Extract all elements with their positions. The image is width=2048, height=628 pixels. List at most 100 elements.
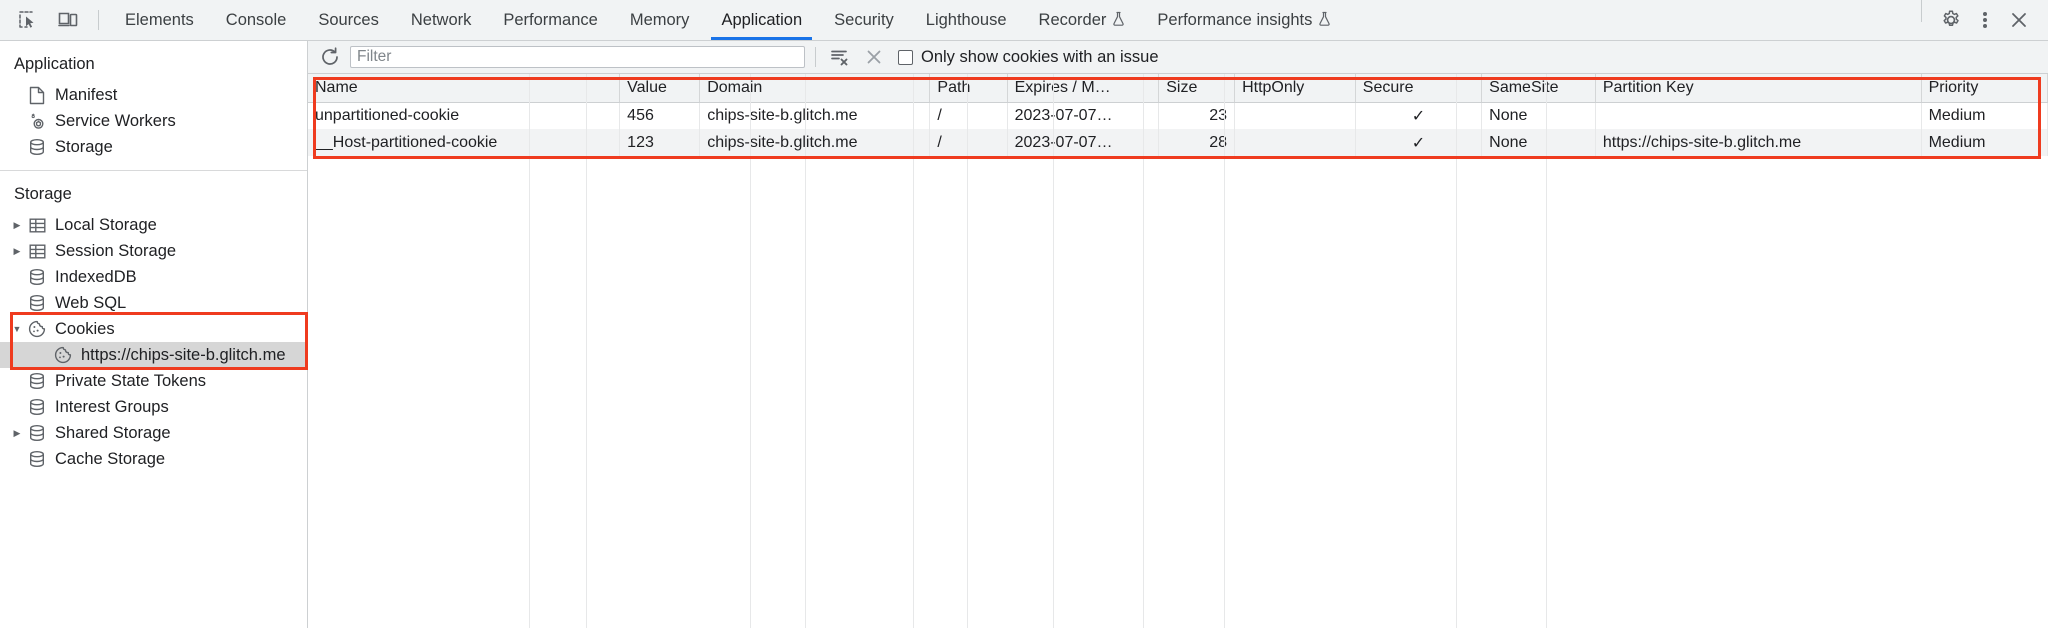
- more-options-kebab-icon[interactable]: [1968, 3, 2002, 37]
- cookie-icon: [52, 345, 74, 365]
- tab-application[interactable]: Application: [705, 0, 818, 40]
- tab-console[interactable]: Console: [210, 0, 303, 40]
- tab-label: Performance insights: [1157, 10, 1313, 29]
- table-row[interactable]: __Host-partitioned-cookie 123 chips-site…: [308, 129, 2048, 156]
- sidebar-item-manifest[interactable]: ▶ Manifest: [0, 82, 307, 108]
- column-header-priority[interactable]: Priority: [1921, 74, 2048, 103]
- refresh-icon[interactable]: [316, 44, 344, 70]
- expand-triangle-icon[interactable]: ▶: [13, 245, 21, 256]
- tab-elements[interactable]: Elements: [109, 0, 210, 40]
- cell-secure[interactable]: ✓: [1355, 102, 1483, 129]
- tab-security[interactable]: Security: [818, 0, 910, 40]
- sidebar-item-label: Manifest: [55, 85, 118, 104]
- sidebar-item-cookie-origin[interactable]: https://chips-site-b.glitch.me: [0, 342, 307, 368]
- sidebar-item-service-workers[interactable]: ▶ Service Workers: [0, 108, 307, 134]
- cell-path[interactable]: /: [929, 102, 1008, 129]
- sidebar-item-storage[interactable]: ▶ Storage: [0, 134, 307, 160]
- database-icon: [26, 293, 48, 313]
- sidebar-item-interest-groups[interactable]: ▶ Interest Groups: [0, 394, 307, 420]
- inspect-element-icon[interactable]: [8, 0, 48, 40]
- toolbar-divider: [815, 47, 816, 67]
- sidebar-item-label: Shared Storage: [55, 423, 171, 442]
- cell-partition-key[interactable]: [1595, 102, 1922, 129]
- cell-name[interactable]: __Host-partitioned-cookie: [308, 129, 621, 156]
- device-toolbar-icon[interactable]: [48, 0, 88, 40]
- only-show-issues-checkbox[interactable]: [898, 49, 913, 65]
- sidebar-item-local-storage[interactable]: ▶ Local Storage: [0, 212, 307, 238]
- tab-memory[interactable]: Memory: [614, 0, 706, 40]
- tab-label: Memory: [629, 10, 690, 29]
- column-header-samesite[interactable]: SameSite: [1481, 74, 1596, 103]
- cell-value[interactable]: 456: [619, 102, 701, 129]
- column-header-secure[interactable]: Secure: [1355, 74, 1483, 103]
- column-header-partition-key[interactable]: Partition Key: [1595, 74, 1922, 103]
- tab-label: Recorder: [1038, 10, 1107, 29]
- storage-database-icon: [26, 137, 48, 157]
- column-header-expires[interactable]: Expires / M…: [1007, 74, 1160, 103]
- settings-gear-icon[interactable]: [1934, 3, 1968, 37]
- table-grid-icon: [26, 241, 48, 261]
- sidebar-item-shared-storage[interactable]: ▶ Shared Storage: [0, 420, 307, 446]
- sidebar-item-private-state-tokens[interactable]: ▶ Private State Tokens: [0, 368, 307, 394]
- tab-label: Elements: [125, 10, 194, 29]
- cell-httponly[interactable]: [1234, 102, 1356, 129]
- sidebar-section-storage: Storage ▶ Local Storage ▶ Session Storag…: [0, 170, 307, 482]
- sidebar-item-cookies[interactable]: ▼ Cookies: [0, 316, 307, 342]
- cell-priority[interactable]: Medium: [1921, 102, 2048, 129]
- sidebar-item-session-storage[interactable]: ▶ Session Storage: [0, 238, 307, 264]
- column-header-value[interactable]: Value: [619, 74, 701, 103]
- tab-recorder[interactable]: Recorder: [1023, 0, 1142, 40]
- panel-tabs: Elements Console Sources Network Perform…: [109, 0, 1909, 40]
- tab-performance-insights[interactable]: Performance insights: [1141, 0, 1347, 40]
- sidebar-item-label: Service Workers: [55, 111, 176, 130]
- sidebar-item-label: Cache Storage: [55, 449, 166, 468]
- tab-label: Lighthouse: [925, 10, 1007, 29]
- tab-label: Network: [410, 10, 472, 29]
- cell-samesite[interactable]: None: [1481, 129, 1596, 156]
- only-show-issues-checkbox-wrap[interactable]: Only show cookies with an issue: [898, 48, 1159, 67]
- close-devtools-icon[interactable]: [2002, 3, 2036, 37]
- column-header-domain[interactable]: Domain: [699, 74, 931, 103]
- tab-label: Application: [721, 10, 803, 29]
- sidebar-section-application: Application ▶ Manifest ▶: [0, 41, 307, 170]
- sidebar-item-label: Session Storage: [55, 241, 177, 260]
- table-row[interactable]: unpartitioned-cookie 456 chips-site-b.gl…: [308, 102, 2048, 129]
- sidebar-item-web-sql[interactable]: ▶ Web SQL: [0, 290, 307, 316]
- expand-triangle-icon[interactable]: ▶: [13, 427, 21, 438]
- cell-expires[interactable]: 2023-07-07…: [1007, 129, 1160, 156]
- cell-httponly[interactable]: [1234, 129, 1356, 156]
- tab-lighthouse[interactable]: Lighthouse: [910, 0, 1023, 40]
- tab-label: Security: [834, 10, 894, 29]
- tab-sources[interactable]: Sources: [302, 0, 395, 40]
- sidebar-item-cache-storage[interactable]: ▶ Cache Storage: [0, 446, 307, 472]
- cell-domain[interactable]: chips-site-b.glitch.me: [699, 129, 931, 156]
- collapse-triangle-icon[interactable]: ▼: [12, 324, 22, 334]
- column-header-path[interactable]: Path: [929, 74, 1008, 103]
- cell-value[interactable]: 123: [619, 129, 701, 156]
- cell-samesite[interactable]: None: [1481, 102, 1596, 129]
- filter-input[interactable]: [350, 46, 805, 68]
- column-header-size[interactable]: Size: [1158, 74, 1236, 103]
- cell-partition-key[interactable]: https://chips-site-b.glitch.me: [1595, 129, 1922, 156]
- clear-filters-icon[interactable]: [826, 44, 854, 70]
- right-actions-divider: [1921, 0, 1922, 22]
- cell-size[interactable]: 23: [1158, 102, 1236, 129]
- tab-performance[interactable]: Performance: [487, 0, 613, 40]
- sidebar-item-indexeddb[interactable]: ▶ IndexedDB: [0, 264, 307, 290]
- sidebar-item-label: Interest Groups: [55, 397, 169, 416]
- cell-priority[interactable]: Medium: [1921, 129, 2048, 156]
- sidebar-item-label: Cookies: [55, 319, 115, 338]
- cell-path[interactable]: /: [929, 129, 1008, 156]
- clear-all-cookies-icon[interactable]: [860, 44, 888, 70]
- expand-triangle-icon[interactable]: ▶: [13, 219, 21, 230]
- cell-name[interactable]: unpartitioned-cookie: [308, 102, 621, 129]
- cell-size[interactable]: 28: [1158, 129, 1236, 156]
- tab-network[interactable]: Network: [395, 0, 488, 40]
- cell-expires[interactable]: 2023-07-07…: [1007, 102, 1160, 129]
- cell-secure[interactable]: ✓: [1355, 129, 1483, 156]
- application-sidebar: Application ▶ Manifest ▶: [0, 41, 308, 628]
- column-header-httponly[interactable]: HttpOnly: [1234, 74, 1356, 103]
- cell-domain[interactable]: chips-site-b.glitch.me: [699, 102, 931, 129]
- column-header-name[interactable]: Name: [308, 74, 621, 103]
- cookies-table-container: Name Value Domain Path Expires / M… Size…: [308, 74, 2048, 628]
